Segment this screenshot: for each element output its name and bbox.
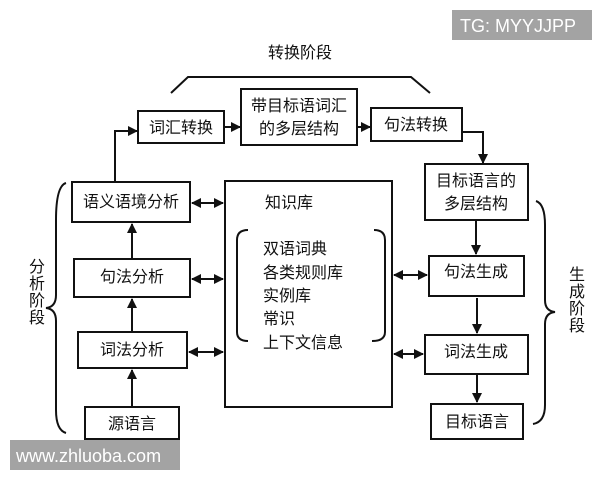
transfer-bracket [170, 76, 431, 94]
kb-item: 各类规则库 [263, 263, 343, 282]
svg-text:的多层结构: 的多层结构 [259, 119, 339, 138]
kb-item: 实例库 [263, 286, 311, 305]
box-target-language: 目标语言 [430, 403, 524, 440]
box-source-language: 源语言 [84, 406, 180, 440]
analysis-brace [45, 182, 67, 434]
svg-text:www.zhluoba.com: www.zhluoba.com [15, 446, 161, 466]
knowledge-base-title: 知识库 [265, 193, 313, 212]
stage-label-generation: 生成阶段 [566, 266, 585, 334]
box-syntactic-generation: 句法生成 [428, 255, 525, 297]
svg-text:目标语言的: 目标语言的 [436, 171, 516, 190]
knowledge-base: 知识库 双语词典 各类规则库 实例库 常识 上下文信息 [224, 180, 393, 408]
svg-text:句法转换: 句法转换 [384, 115, 448, 134]
stage-label-transfer: 转换阶段 [268, 43, 332, 62]
kb-item: 双语词典 [263, 239, 327, 258]
box-lexical-analysis: 词法分析 [77, 331, 188, 369]
arrow [462, 131, 488, 164]
watermark-top-right: TG: MYYJJPP [452, 10, 592, 40]
svg-text:多层结构: 多层结构 [444, 194, 508, 213]
box-lexical-generation: 词法生成 [424, 334, 529, 375]
box-target-structure: 目标语言的 多层结构 [424, 163, 529, 221]
list-bracket-left [236, 229, 249, 342]
svg-text:句法分析: 句法分析 [100, 267, 164, 286]
svg-text:带目标语词汇: 带目标语词汇 [251, 96, 347, 115]
kb-item: 常识 [263, 309, 295, 328]
svg-text:语义语境分析: 语义语境分析 [83, 192, 179, 211]
arrow [114, 126, 138, 182]
generation-brace [532, 200, 556, 425]
watermark-bottom-left: www.zhluoba.com [10, 440, 180, 470]
box-lexical-transfer: 词汇转换 [137, 110, 225, 144]
box-syntactic-analysis: 句法分析 [73, 258, 191, 298]
box-semantic-analysis: 语义语境分析 [71, 181, 191, 223]
box-syntactic-transfer: 句法转换 [370, 107, 463, 142]
list-bracket-right [371, 229, 386, 342]
svg-text:词法分析: 词法分析 [100, 340, 164, 359]
svg-text:源语言: 源语言 [108, 414, 156, 433]
stage-label-analysis: 分析阶段 [26, 258, 45, 326]
svg-text:词法生成: 词法生成 [444, 342, 508, 361]
box-target-vocab-structure: 带目标语词汇 的多层结构 [240, 88, 358, 146]
svg-text:词汇转换: 词汇转换 [149, 118, 213, 137]
svg-text:TG: MYYJJPP: TG: MYYJJPP [460, 16, 576, 36]
kb-item: 上下文信息 [263, 333, 343, 352]
svg-text:句法生成: 句法生成 [444, 262, 508, 281]
svg-text:目标语言: 目标语言 [445, 412, 509, 431]
